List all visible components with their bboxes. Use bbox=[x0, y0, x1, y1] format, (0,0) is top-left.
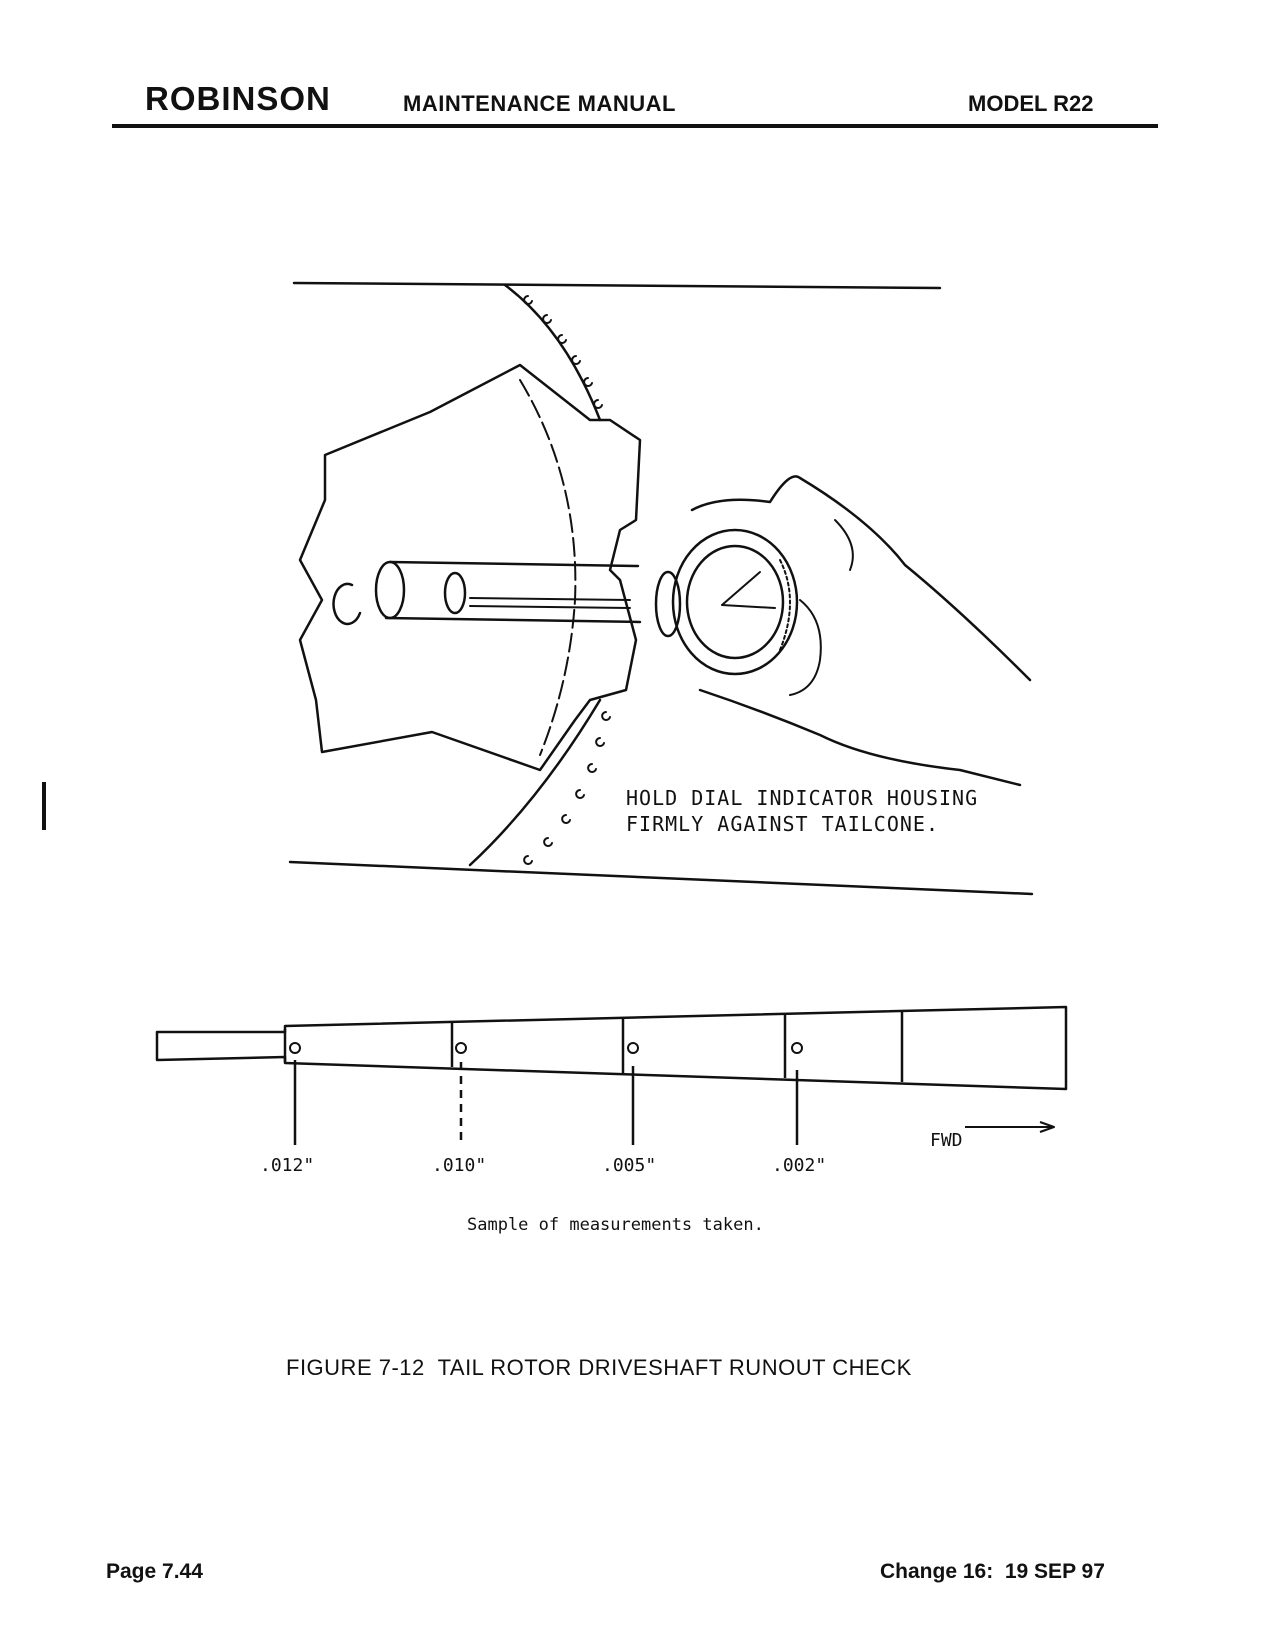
hand-thumb bbox=[789, 599, 822, 696]
shaft-runout-diagram bbox=[155, 1005, 1068, 1145]
tailcone-cutaway bbox=[298, 363, 642, 772]
driveshaft-end bbox=[374, 560, 406, 620]
dial-knurl bbox=[779, 559, 791, 651]
access-hole bbox=[332, 582, 362, 626]
measurement-1: .012" bbox=[260, 1155, 315, 1176]
indicator-tip-4 bbox=[791, 1042, 803, 1054]
change-date: Change 16: 19 SEP 97 bbox=[880, 1560, 1105, 1583]
note-line-2: FIRMLY AGAINST TAILCONE. bbox=[626, 812, 939, 836]
dial-indicator-note: HOLD DIAL INDICATOR HOUSING FIRMLY AGAIN… bbox=[626, 785, 978, 837]
dial-indicator-bezel bbox=[671, 528, 799, 676]
dial-needle bbox=[721, 571, 761, 606]
manual-brand: ROBINSON bbox=[145, 80, 331, 117]
fwd-arrow-head bbox=[1039, 1121, 1055, 1133]
measurement-4: .002" bbox=[772, 1155, 827, 1176]
sample-caption: Sample of measurements taken. bbox=[467, 1215, 764, 1235]
tailcone-top-edge bbox=[292, 281, 942, 290]
rivet-row-upper bbox=[523, 295, 603, 409]
dial-needle-secondary bbox=[721, 604, 776, 609]
tailcone-bottom-edge bbox=[288, 860, 1034, 896]
header-rule bbox=[112, 124, 1158, 128]
hand-lower bbox=[698, 688, 1022, 787]
dial-indicator-face bbox=[685, 544, 785, 660]
figure-caption: FIGURE 7-12 TAIL ROTOR DRIVESHAFT RUNOUT… bbox=[286, 1355, 912, 1380]
measurement-3: .005" bbox=[602, 1155, 657, 1176]
tailcone-seam-upper bbox=[503, 283, 602, 422]
note-line-1: HOLD DIAL INDICATOR HOUSING bbox=[626, 786, 979, 810]
hand-upper bbox=[690, 475, 1032, 682]
indicator-tip-2 bbox=[455, 1042, 467, 1054]
indicator-plunger bbox=[469, 597, 631, 609]
change-bar bbox=[42, 782, 46, 830]
page-number: Page 7.44 bbox=[106, 1560, 203, 1583]
fwd-label: FWD bbox=[930, 1130, 963, 1151]
indicator-tip-1 bbox=[289, 1042, 301, 1054]
rivet-row-lower bbox=[523, 711, 611, 865]
aircraft-model: MODEL R22 bbox=[968, 91, 1094, 116]
inner-skin-edge bbox=[519, 379, 577, 756]
shaft-outline bbox=[155, 1005, 1068, 1091]
driveshaft-hole bbox=[443, 571, 467, 615]
driveshaft-tube bbox=[384, 560, 642, 624]
manual-title: MAINTENANCE MANUAL bbox=[403, 91, 676, 116]
measurement-2: .010" bbox=[432, 1155, 487, 1176]
hand-knuckle bbox=[834, 519, 854, 571]
dial-indicator-stem bbox=[654, 570, 682, 638]
indicator-tip-3 bbox=[627, 1042, 639, 1054]
tailcone-seam-lower bbox=[468, 698, 602, 867]
